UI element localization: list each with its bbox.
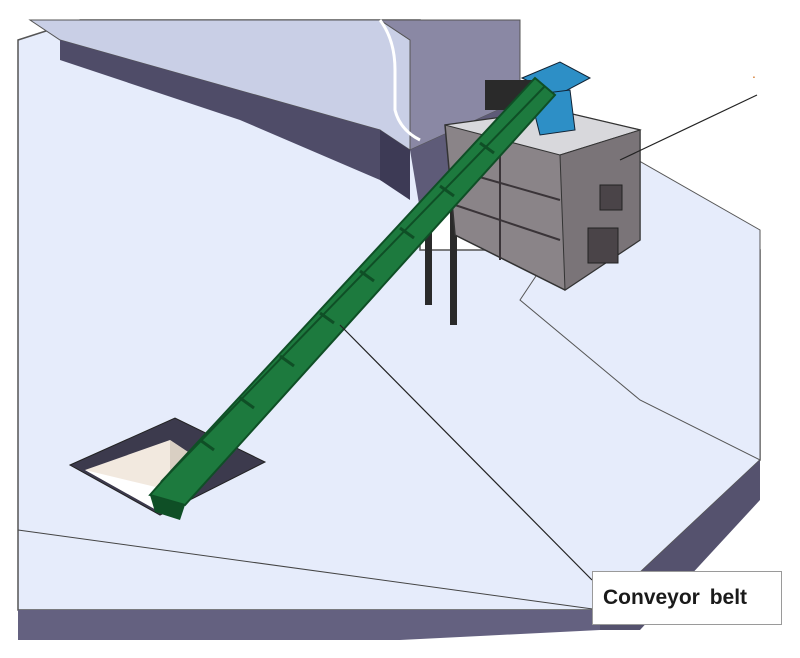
top-right-mark: . [752,65,756,81]
back-wall [28,19,521,210]
support-legs [425,210,457,325]
conveyor-belt-label: Conveyor belt [592,571,782,625]
leader-lines [339,94,758,581]
conveyor-belt-icon [148,76,557,520]
conveyor-belt-label-text: Conveyor belt [603,586,748,609]
